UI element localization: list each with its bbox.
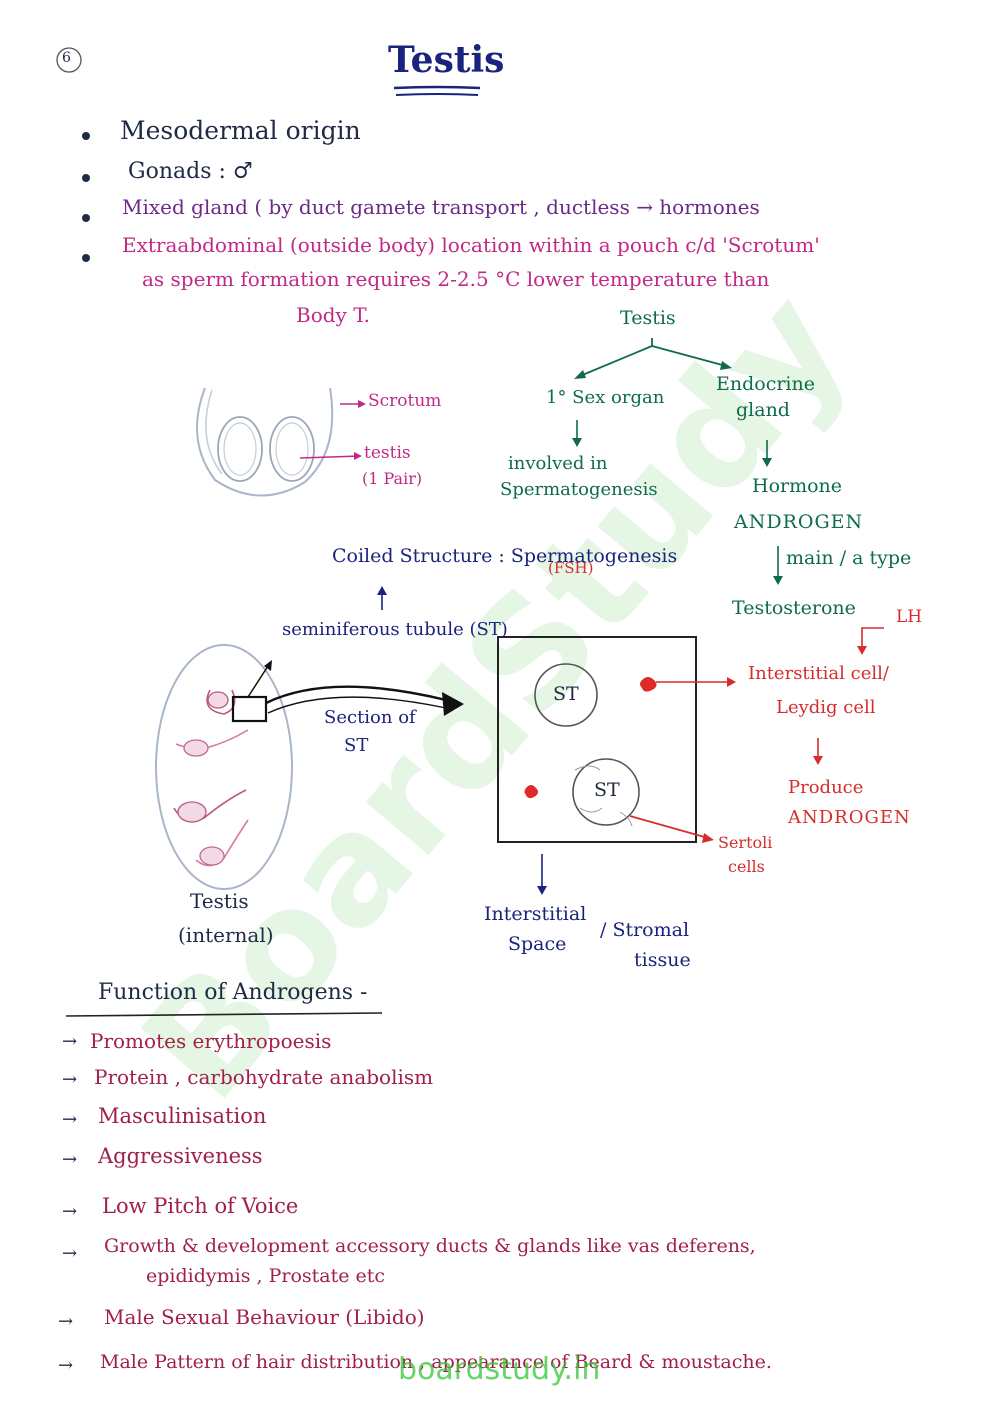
arrow-glyph: → [62,1069,78,1090]
function-item: epididymis , Prostate etc [146,1265,386,1287]
label-scrotum: Scrotum [368,391,442,411]
label-testis: testis [364,443,411,463]
functions-title: Function of Androgens - [98,980,368,1005]
arrow-glyph: → [58,1355,74,1376]
section-box [231,695,268,723]
point-body-temp: Body T. [296,303,370,327]
scrotum-outline [196,387,334,497]
label-interstitial: Interstitial [484,903,587,925]
label-st-circle-1: ST [553,683,579,705]
tree-root-testis: Testis [620,307,676,329]
label-tissue: tissue [634,949,691,971]
label-space: Space [508,933,567,955]
label-testis-internal: Testis [190,889,249,913]
arrow-glyph: → [62,1243,78,1264]
bullet-dot [82,254,90,262]
label-sertoli: Sertoli [718,833,773,852]
functions-underline [65,1012,383,1017]
page-number: 6 [62,50,71,66]
label-sertoli-cells: cells [728,857,765,876]
label-internal: (internal) [178,923,274,947]
bullet-dot [82,174,90,182]
testis-left-shape [217,416,263,482]
tree-main-type: main / a type [786,547,912,569]
section-arrow [265,685,447,705]
arrow-glyph: → [62,1149,78,1170]
function-item: Male Pattern of hair distribution , appe… [100,1351,772,1373]
st-circle-2 [572,758,640,826]
arrow-glyph: → [62,1201,78,1222]
label-leydig-cell: Leydig cell [776,697,876,718]
function-item: Male Sexual Behaviour (Libido) [104,1305,425,1329]
label-section-st: ST [344,735,369,756]
footer-watermark: boardstudy.in [398,1352,601,1387]
label-stromal: / Stromal [600,919,690,941]
arrow-glyph: → [62,1031,78,1052]
label-produce-androgen: ANDROGEN [788,807,911,828]
title-underline-1 [393,85,481,90]
function-item: Aggressiveness [98,1144,263,1168]
label-st-circle-2: ST [594,779,620,801]
testis-right-shape [269,416,315,482]
tree-testosterone: Testosterone [732,597,856,619]
tree-involved-in: involved in [508,453,608,474]
tree-spermatogenesis: Spermatogenesis [500,479,658,500]
point-mixed-gland: Mixed gland ( by duct gamete transport ,… [122,195,760,219]
function-item: Promotes erythropoesis [90,1029,332,1053]
leydig-cell-blob-2 [524,785,539,799]
tree-lh: LH [896,607,923,627]
label-section-of: Section of [324,707,416,728]
point-extraabdominal: Extraabdominal (outside body) location w… [122,233,820,257]
label-interstitial-cell: Interstitial cell/ [748,663,889,684]
page-number-circle [56,47,82,73]
function-item: Growth & development accessory ducts & g… [104,1235,756,1257]
function-item: Protein , carbohydrate anabolism [94,1065,434,1089]
arrow-glyph: → [58,1311,74,1332]
label-produce: Produce [788,777,864,798]
point-gonads: Gonads : ♂ [128,159,253,184]
label-pair: (1 Pair) [362,469,423,488]
st-circle-1 [534,663,598,727]
bullet-dot [82,132,90,140]
tree-sex-organ: 1° Sex organ [546,387,665,408]
point-sperm-temp: as sperm formation requires 2-2.5 °C low… [142,267,770,291]
label-coiled-structure: Coiled Structure : Spermatogenesis [332,545,678,567]
testis-internal-outline [155,644,293,890]
bullet-dot [82,214,90,222]
section-square [497,636,697,843]
point-origin: Mesodermal origin [120,116,361,145]
leydig-cell-blob-1 [640,677,657,692]
tree-androgen: ANDROGEN [734,511,864,533]
tree-hormone: Hormone [752,475,843,497]
page-title: Testis [388,39,505,81]
label-seminiferous-tubule: seminiferous tubule (ST) [282,619,508,640]
function-item: Low Pitch of Voice [102,1194,299,1218]
function-item: Masculinisation [98,1104,267,1128]
arrow-glyph: → [62,1109,78,1130]
title-underline-2 [395,93,479,96]
label-fsh: (FSH) [548,559,594,577]
tree-gland: gland [736,399,790,421]
tree-endocrine: Endocrine [716,373,815,395]
